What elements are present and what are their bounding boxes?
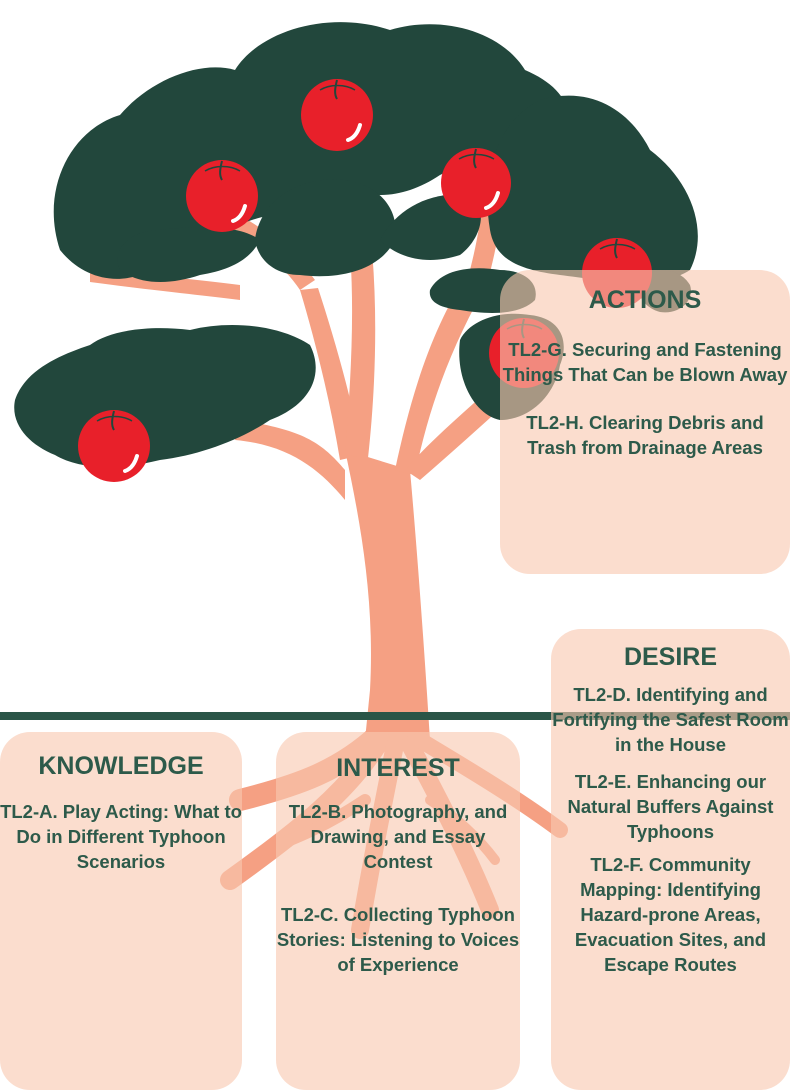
interest-item-b: TL2-B. Photography, and Drawing, and Ess… (288, 801, 508, 872)
desire-item-e: TL2-E. Enhancing our Natural Buffers Aga… (567, 771, 774, 842)
desire-box: DESIRE TL2-D. Identifying and Fortifying… (551, 629, 790, 1090)
apple-1 (301, 79, 373, 151)
ground-line (0, 712, 790, 720)
knowledge-item-a: TL2-A. Play Acting: What to Do in Differ… (0, 801, 242, 872)
actions-box: ACTIONS TL2-G. Securing and Fastening Th… (500, 270, 790, 574)
actions-heading: ACTIONS (588, 286, 702, 314)
apple-2 (186, 160, 258, 232)
interest-heading: INTEREST (336, 754, 460, 782)
desire-item-d: TL2-D. Identifying and Fortifying the Sa… (552, 684, 789, 755)
knowledge-heading: KNOWLEDGE (38, 752, 204, 780)
apple-3 (441, 148, 511, 218)
actions-item-h: TL2-H. Clearing Debris and Trash from Dr… (526, 412, 764, 458)
actions-item-g: TL2-G. Securing and Fastening Things Tha… (502, 339, 788, 385)
tree-canopy (14, 22, 698, 467)
interest-box: INTEREST TL2-B. Photography, and Drawing… (276, 732, 520, 1090)
knowledge-box: KNOWLEDGE TL2-A. Play Acting: What to Do… (0, 732, 242, 1090)
interest-item-c: TL2-C. Collecting Typhoon Stories: Liste… (276, 904, 520, 975)
desire-item-f: TL2-F. Community Mapping: Identifying Ha… (574, 854, 767, 975)
desire-heading: DESIRE (623, 643, 718, 671)
apple-6 (78, 410, 150, 482)
